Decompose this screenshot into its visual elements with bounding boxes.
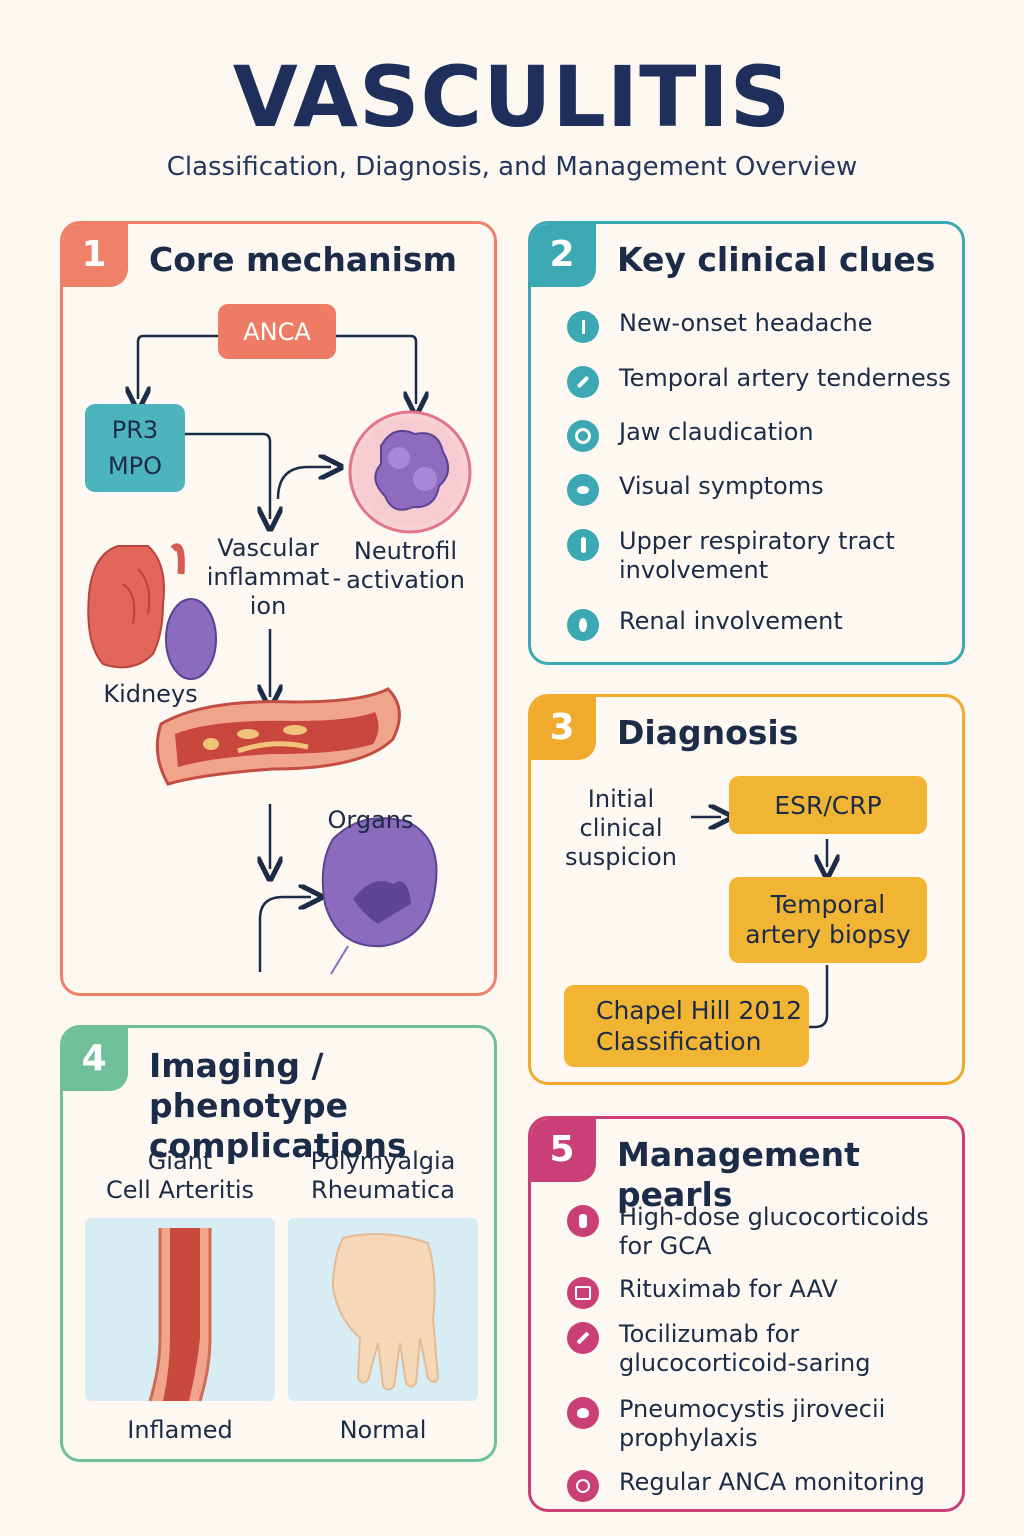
clue-item: New-onset headache	[567, 309, 872, 343]
blood-vessel-icon	[155, 687, 401, 786]
clue-item: Temporal artery tenderness	[567, 364, 951, 398]
organs-label: Organs	[327, 806, 414, 834]
clue-item: Visual symptoms	[567, 472, 824, 506]
pearl-item: Regular ANCA monitoring	[567, 1468, 925, 1502]
panel-title: Key clinical clues	[617, 240, 936, 279]
panel-number: 4	[63, 1028, 128, 1091]
panel-title: Imaging / phenotype complications	[149, 1046, 407, 1165]
panel-core-mechanism: 1 Core mechanism	[60, 221, 497, 996]
pr3-mpo-box: PR3 MPO	[85, 404, 185, 492]
panel-title: Core mechanism	[149, 240, 457, 279]
kidneys-label: Kidneys	[103, 680, 198, 708]
esr-crp-box: ESR/CRP	[729, 776, 927, 834]
page-title: VASCULITIS	[232, 48, 792, 146]
kidney-icon	[567, 609, 599, 641]
pr3-label: PR3	[111, 416, 159, 444]
initial-suspicion-label: Initial clinical suspicion	[565, 785, 677, 871]
page-subtitle: Classification, Diagnosis, and Managemen…	[166, 152, 858, 182]
thermometer-icon	[567, 529, 599, 561]
normal-hand-image	[288, 1218, 478, 1401]
panel-imaging: 4 Imaging / phenotype complications Gian…	[60, 1025, 497, 1462]
artery-icon	[567, 366, 599, 398]
panel-clinical-clues: 2 Key clinical clues New-onset headache …	[528, 221, 965, 665]
anca-box: ANCA	[218, 304, 336, 359]
clue-item: Jaw claudication	[567, 418, 814, 452]
panel-diagnosis: 3 Diagnosis Initial clinical suspicion E…	[528, 694, 965, 1085]
vascular-inflammation-label: Vascular inflammat ion	[206, 534, 330, 620]
gca-label: Giant Cell Arteritis	[105, 1147, 255, 1204]
panel-number: 1	[63, 224, 128, 287]
lung-icon	[567, 1397, 599, 1429]
mpo-label: MPO	[107, 452, 163, 480]
diagnosis-flow	[691, 697, 965, 1029]
hyphen-label: -	[332, 564, 342, 592]
panel-title: Management pearls	[617, 1135, 860, 1214]
headache-icon	[567, 311, 599, 343]
organ-icon	[321, 817, 438, 975]
kidney-icon	[87, 543, 217, 680]
jaw-icon	[567, 420, 599, 452]
panel-title: Diagnosis	[617, 713, 799, 752]
clue-item: Renal involvement	[567, 607, 843, 641]
syringe-icon	[567, 1322, 599, 1354]
chapel-hill-box: Chapel Hill 2012 Classification	[564, 985, 809, 1067]
mechanism-diagram	[87, 334, 472, 975]
normal-label: Normal	[339, 1416, 427, 1444]
panel-number: 5	[531, 1119, 596, 1182]
pmr-label: Polymyalgia Rheumatica	[310, 1147, 456, 1204]
panel-number: 3	[531, 697, 596, 760]
monitor-icon	[567, 1470, 599, 1502]
inflamed-label: Inflamed	[127, 1416, 233, 1444]
eye-icon	[567, 474, 599, 506]
iv-bag-icon	[567, 1277, 599, 1309]
panel-management: 5 Management pearls High-dose glucocorti…	[528, 1116, 965, 1512]
person-icon	[567, 1205, 599, 1237]
temporal-biopsy-box: Temporal artery biopsy	[729, 877, 927, 963]
neutrophil-icon	[348, 410, 472, 534]
pearl-item: Rituximab for AAV	[567, 1275, 838, 1309]
inflamed-artery-image	[85, 1218, 275, 1402]
panel-number: 2	[531, 224, 596, 287]
neutrofil-activation-label: Neutrofil activation	[346, 537, 465, 594]
